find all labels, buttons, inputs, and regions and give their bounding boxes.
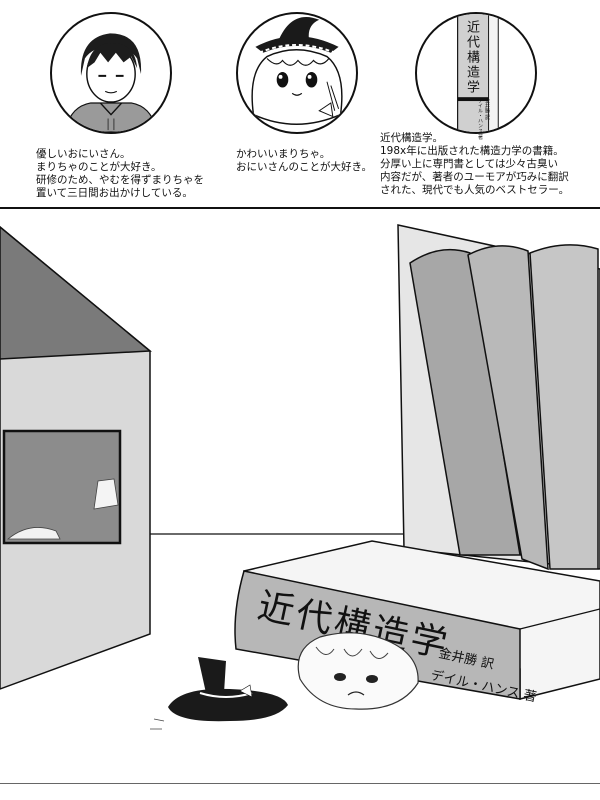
book-caption: 近代構造学。 198x年に出版された構造力学の書籍。 分厚い上に専門書としては少…	[380, 132, 570, 196]
brother-face-icon	[64, 33, 158, 132]
lying-book	[234, 540, 600, 700]
page-bottom-line	[0, 783, 600, 784]
marisa-face-icon	[251, 17, 343, 125]
character-intro: 近代構造学 金井勝 訳 デイル・ハンス 著 優しいおにいさん。 まりちゃのことが…	[0, 0, 600, 208]
brother-portrait	[50, 12, 172, 134]
debris-marks	[150, 718, 165, 730]
toy-house	[0, 226, 152, 690]
marisa-caption: かわいいまりちゃ。 おにいさんのことが大好き。	[236, 148, 372, 173]
book-spine-title: 近代構造学	[464, 20, 479, 95]
comic-panel: 近代構造学 金井勝 訳 デイル・ハンス 著	[0, 209, 600, 783]
brother-caption: 優しいおにいさん。 まりちゃのことが大好き。 研修のため、やむを得ずまりちゃを …	[36, 148, 204, 199]
book-spine-author: 金井勝 訳 デイル・ハンス 著	[477, 98, 490, 140]
witch-hat-icon	[168, 657, 288, 722]
room-scene: 近代構造学 金井勝 訳 デイル・ハンス 著	[0, 224, 600, 730]
standing-books	[397, 224, 600, 571]
panel-divider	[0, 207, 600, 209]
marisa-portrait	[236, 12, 358, 134]
book-spine-icon	[457, 14, 499, 132]
crushed-marisa	[297, 632, 419, 710]
book-portrait	[415, 12, 537, 134]
